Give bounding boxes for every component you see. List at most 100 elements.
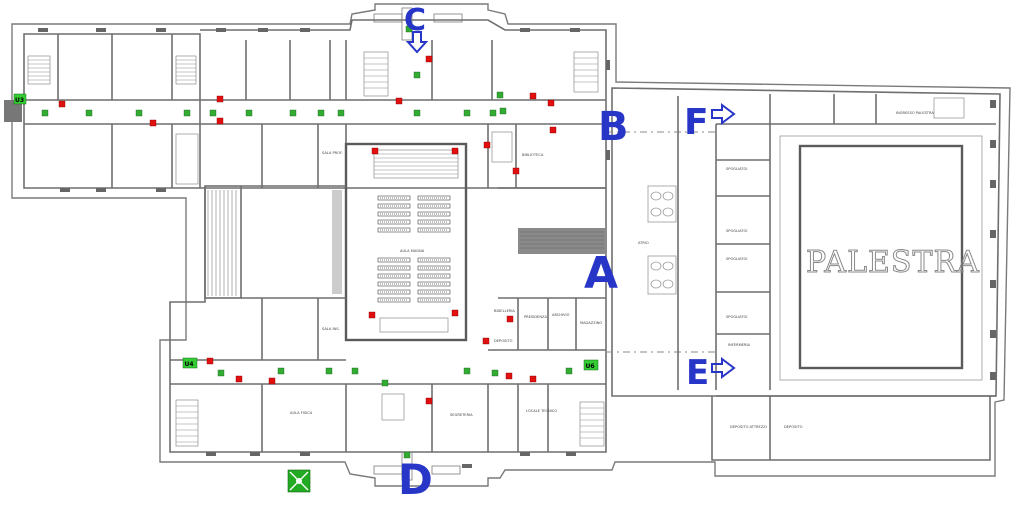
fire-extinguisher-icon: [216, 95, 224, 103]
central-bottom: SEGRETERIA LOCALE TECNICO AULA FISICA: [175, 384, 605, 481]
exit-sign-icon: [491, 369, 499, 377]
atrio-label: ATRIO: [638, 241, 649, 245]
deposito-label-2: DEPOSITO: [784, 425, 803, 429]
deposito-label: DEPOSITO: [494, 339, 513, 343]
exit-sign-icon: [381, 379, 389, 387]
lab-fisica-label: AULA FISICA: [290, 411, 313, 415]
exit-sign-icon: [41, 109, 49, 117]
fire-extinguisher-icon: [529, 92, 537, 100]
exit-sign-icon: [463, 367, 471, 375]
exit-sign-icon: [463, 109, 471, 117]
central-top: [200, 7, 606, 188]
spogliatoi-label-3: SPOGLIATOI: [726, 257, 747, 261]
atrio: ATRIO: [606, 96, 716, 390]
left-wing: [4, 34, 200, 188]
exit-sign-icon: [85, 109, 93, 117]
presidenza-label: PRESIDENZA: [524, 315, 547, 319]
ramp: [518, 228, 606, 254]
sala-prof-label: SALA PROF.: [322, 151, 343, 155]
bidelleria-label: BIDELLERIA: [494, 309, 515, 313]
fire-extinguisher-icon: [549, 126, 557, 134]
fire-extinguisher-icon: [216, 117, 224, 125]
stair-hatching-left: [28, 59, 196, 81]
exit-u6-label: U6: [586, 363, 595, 370]
exit-sign-icon: [217, 369, 225, 377]
entrance-annotations: A B C D E F: [398, 3, 736, 504]
fire-extinguisher-icon: [206, 357, 214, 365]
entrance-e-label: E: [686, 353, 709, 393]
exit-u4: U4: [182, 357, 198, 369]
exit-sign-icon: [496, 91, 504, 99]
fire-extinguisher-icon: [425, 55, 433, 63]
exit-sign-icon: [209, 109, 217, 117]
fire-extinguisher-icon: [483, 141, 491, 149]
entrance-b-label: B: [598, 104, 629, 150]
spogliatoi-label-1: SPOGLIATOI: [726, 167, 747, 171]
fire-extinguisher-icon: [506, 315, 514, 323]
fire-extinguisher-icon: [235, 375, 243, 383]
exit-sign-icon: [289, 109, 297, 117]
spogliatoi-label-4: SPOGLIATOI: [726, 315, 747, 319]
exit-sign-icon: [489, 109, 497, 117]
exit-sign-icon: [565, 367, 573, 375]
entrance-c-label: C: [404, 3, 426, 38]
fire-extinguisher-icon: [529, 375, 537, 383]
fire-extinguisher-icon: [149, 119, 157, 127]
exit-u3-label: U3: [15, 97, 24, 104]
exit-u3-door: [4, 100, 22, 122]
aula-magna: AULA MAGNA: [344, 142, 468, 342]
atrio-table-1: [647, 185, 677, 223]
stair-hatching-central: [364, 57, 598, 89]
aula-magna-label: AULA MAGNA: [400, 249, 425, 253]
assembly-point-icon: [287, 469, 311, 493]
exit-u3: U3: [13, 93, 27, 105]
entrance-a-label: A: [584, 248, 618, 299]
fire-extinguisher-icon: [425, 397, 433, 405]
east-core: BIDELLERIA PRESIDENZA ARCHIVIO MAGAZZINO…: [322, 151, 606, 351]
arrow-icon: [711, 103, 736, 125]
exit-sign-icon: [277, 367, 285, 375]
fire-extinguisher-icon: [268, 377, 276, 385]
fire-extinguisher-icon: [512, 167, 520, 175]
sala-ins-label: SALA INS.: [322, 327, 340, 331]
deposito-attrezzi-label: DEPOSITO ATTREZZI: [730, 425, 767, 429]
exit-sign-icon: [183, 109, 191, 117]
ingresso-palestra-label: INGRESSO PALESTRA: [896, 111, 934, 115]
segreteria-label: SEGRETERIA: [450, 413, 473, 417]
exit-sign-icon: [245, 109, 253, 117]
locale-tecnico-label: LOCALE TECNICO: [526, 409, 557, 413]
fire-extinguishers: [58, 55, 557, 405]
archivio-label: ARCHIVIO: [552, 313, 570, 317]
fire-extinguisher-icon: [482, 337, 490, 345]
exit-sign-icon: [413, 71, 421, 79]
exit-sign-icon: [317, 109, 325, 117]
gym-block: SPOGLIATOI SPOGLIATOI SPOGLIATOI SPOGLIA…: [715, 94, 996, 460]
gym-court: [798, 144, 964, 370]
exit-sign-icon: [325, 367, 333, 375]
fire-extinguisher-icon: [368, 311, 376, 319]
exit-sign-icon: [351, 367, 359, 375]
stair-hatching-bottom: [176, 405, 604, 443]
spogliatoi-label-2: SPOGLIATOI: [726, 229, 747, 233]
gym-label: PALESTRA: [806, 245, 980, 280]
window-marks: [38, 28, 996, 468]
fire-extinguisher-icon: [395, 97, 403, 105]
atrio-table-2: [647, 255, 677, 295]
arrow-icon: [711, 357, 736, 379]
exit-u4-label: U4: [185, 361, 194, 368]
exit-signs: [41, 25, 573, 459]
fire-extinguisher-icon: [451, 309, 459, 317]
infermeria-label: INFERMERIA: [728, 343, 751, 347]
exit-sign-icon: [405, 25, 413, 33]
exit-sign-icon: [499, 107, 507, 115]
fire-extinguisher-icon: [371, 147, 379, 155]
arrow-icon: [405, 31, 429, 54]
exit-sign-icon: [413, 109, 421, 117]
fire-extinguisher-icon: [58, 100, 66, 108]
exit-sign-icon: [135, 109, 143, 117]
entrance-d-label: D: [398, 455, 433, 504]
exit-sign-icon: [337, 109, 345, 117]
fire-extinguisher-icon: [547, 99, 555, 107]
